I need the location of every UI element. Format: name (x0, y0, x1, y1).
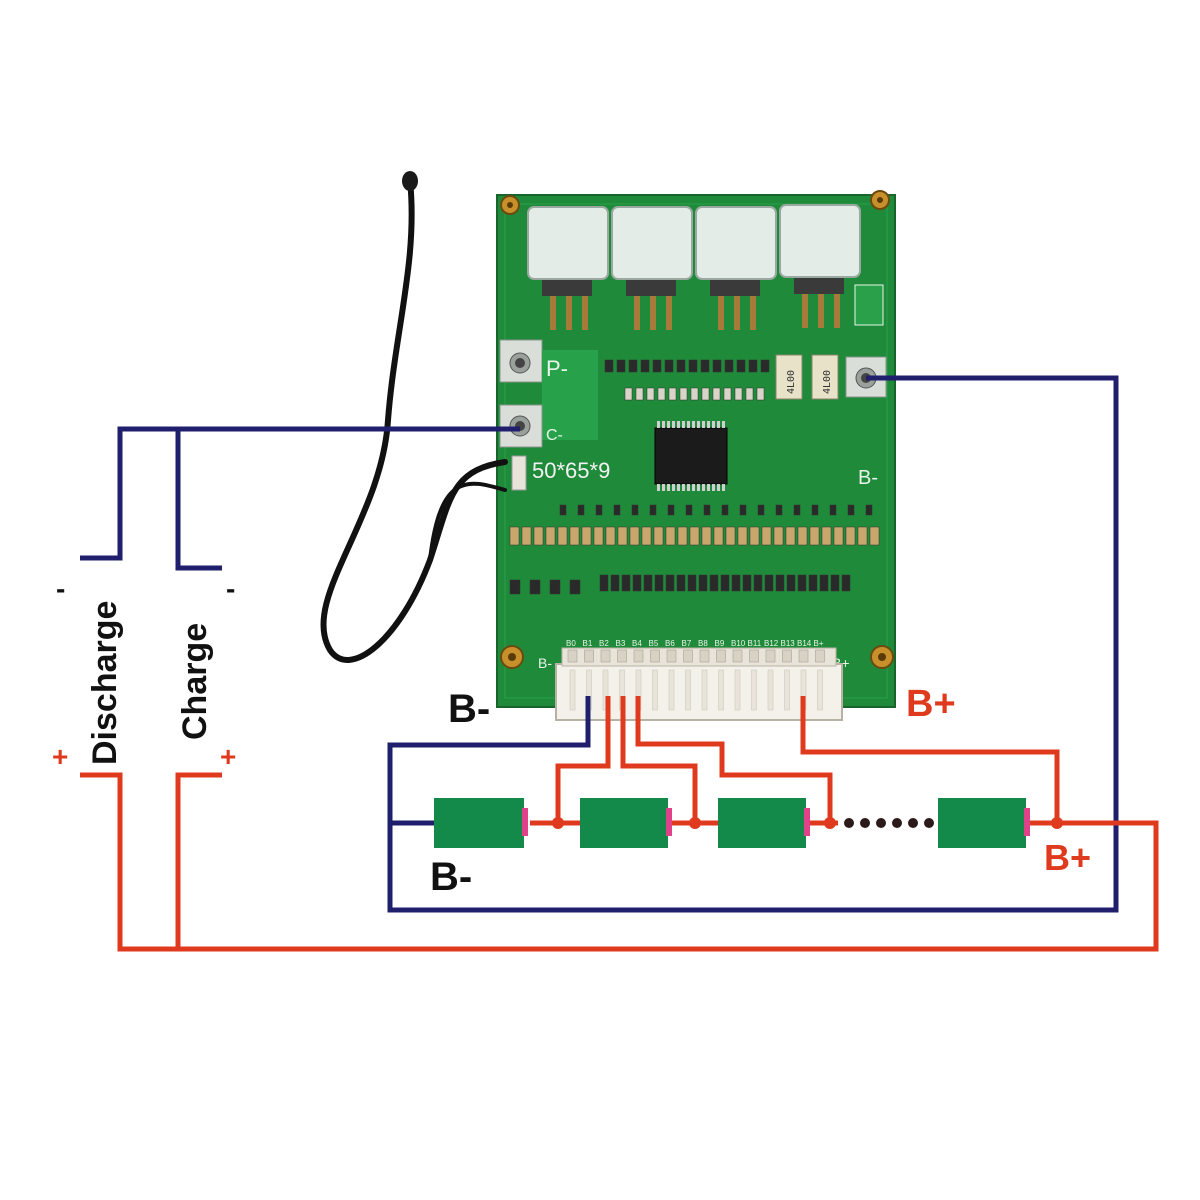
pad-c-label: C- (546, 427, 563, 444)
pack-b-plus-label: B+ (1044, 837, 1091, 878)
mosfet-icon (695, 206, 777, 330)
ic-chip-icon (654, 421, 728, 491)
connector-pin-label: B11 (748, 639, 762, 648)
connector-pin-label: B3 (616, 639, 626, 648)
balance-wire-b2 (620, 696, 698, 823)
bms-board: P- C- B- 4L00 4L00 (496, 190, 896, 721)
connector-b-plus-label: B+ (906, 683, 956, 725)
battery-cell-icon (718, 798, 810, 848)
shunt-resistor: 4L00 (775, 354, 803, 400)
connector-pin-label: B13 (781, 639, 796, 648)
connector-pin-label: B2 (599, 639, 609, 648)
mosfet-icon (527, 206, 609, 330)
board-edge-b-minus: B- (538, 655, 552, 671)
wire-junctions (552, 817, 1063, 829)
mounting-post-br (870, 645, 894, 669)
balance-wire-b3 (635, 696, 833, 823)
pad-b-minus-label: B- (858, 467, 878, 489)
discharge-label: Discharge (86, 601, 124, 765)
thermistor-probe-icon (320, 171, 527, 663)
pack-b-minus-label: B- (430, 855, 472, 899)
mounting-post-tl (500, 195, 520, 215)
charge-plus-sign: + (220, 741, 236, 772)
mosfet-icon (611, 206, 693, 330)
charge-label: Charge (176, 623, 214, 740)
smd-components (509, 284, 884, 595)
mounting-post-bl (500, 645, 524, 669)
board-size-marking: 50*65*9 (532, 458, 610, 483)
negative-wires (80, 375, 1119, 913)
discharge-negative-wire (80, 426, 520, 561)
battery-cells (434, 798, 1030, 848)
connector-pin-label: B10 (731, 639, 746, 648)
battery-cell-icon (580, 798, 672, 848)
discharge-positive-wire (80, 772, 1159, 952)
pad-p-minus: P- (499, 339, 598, 440)
connector-pin-label: B4 (632, 639, 642, 648)
balance-connector-icon (555, 647, 843, 721)
connector-pin-label: B0 (566, 639, 576, 648)
connector-pin-label: B14 (797, 639, 812, 648)
balance-wire-b1 (555, 696, 611, 823)
connector-b-minus-label: B- (448, 687, 490, 731)
connector-pin-label: B9 (715, 639, 725, 648)
connector-pin-label: B6 (665, 639, 675, 648)
connector-pin-label: B8 (698, 639, 708, 648)
connector-pin-label: B1 (583, 639, 593, 648)
resistor-1-value: 4L00 (786, 370, 797, 394)
ellipsis-cells (844, 818, 934, 828)
resistor-2-value: 4L00 (822, 370, 833, 394)
mounting-post-tr (870, 190, 890, 210)
mosfet-icon (779, 204, 861, 328)
pack-negative-wire (387, 375, 1119, 913)
connector-pin-label: B+ (814, 639, 824, 648)
discharge-minus-sign: - (56, 573, 65, 604)
charge-minus-sign: - (226, 573, 235, 604)
balance-wire-bplus (800, 696, 1060, 823)
discharge-plus-sign: + (52, 741, 68, 772)
charge-positive-wire (175, 772, 222, 949)
connector-pin-label: B5 (649, 639, 659, 648)
pad-p-label: P- (546, 356, 568, 381)
charge-negative-wire (175, 429, 222, 571)
shunt-resistor: 4L00 (811, 354, 839, 400)
connector-pin-label: B7 (682, 639, 692, 648)
connector-pin-label: B12 (764, 639, 779, 648)
battery-cell-icon (434, 798, 528, 848)
battery-cell-icon (938, 798, 1030, 848)
